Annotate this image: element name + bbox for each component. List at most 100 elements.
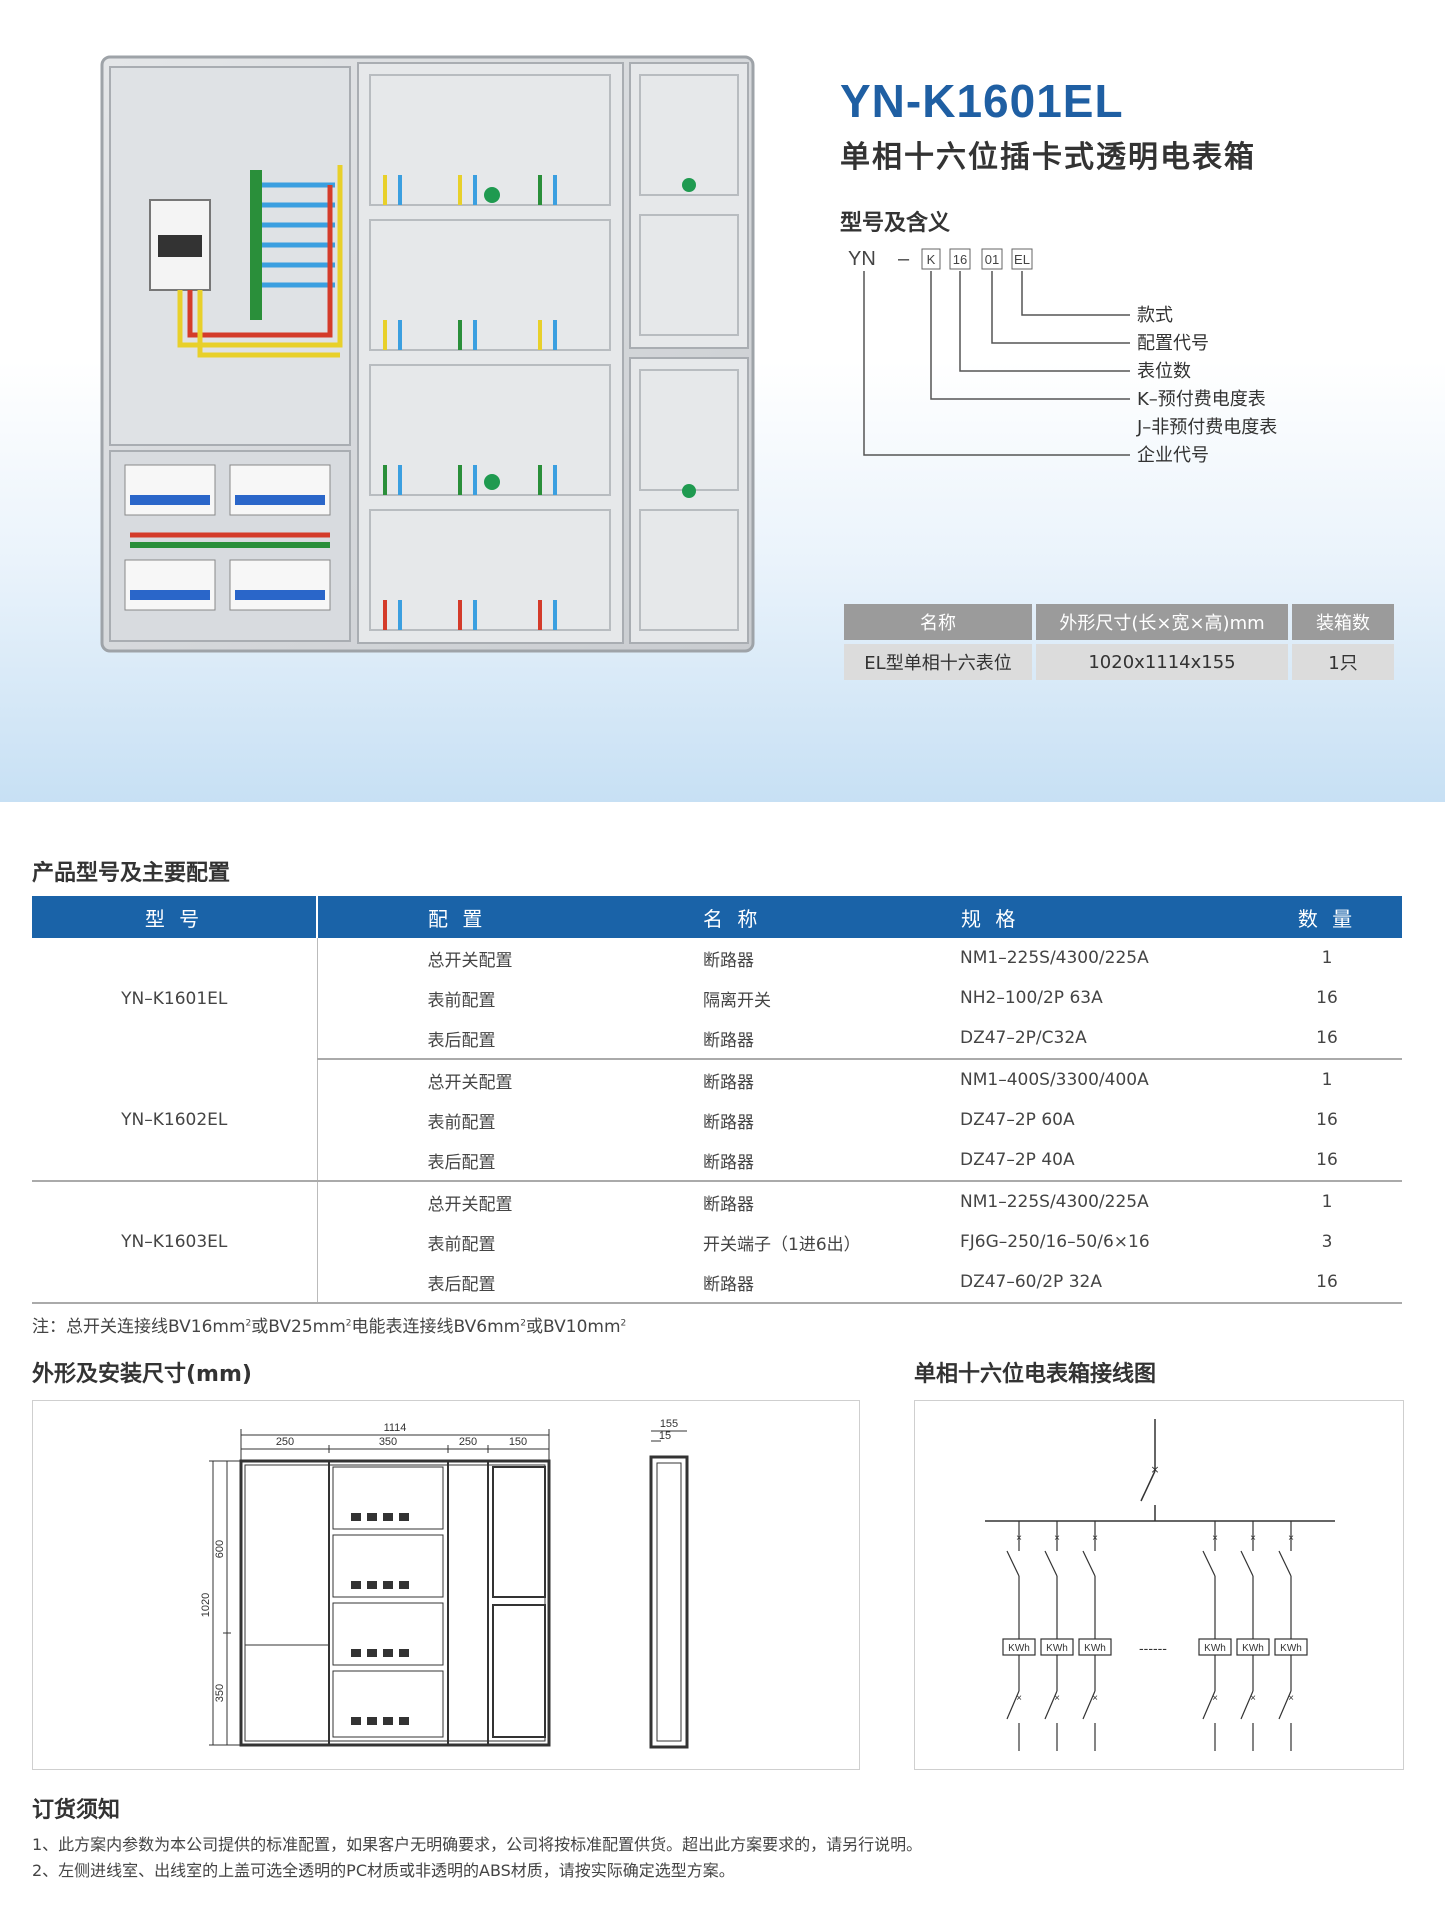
spec-header-name: 名称 (844, 604, 1032, 640)
ordering-list: 1、此方案内参数为本公司提供的标准配置，如果客户无明确要求，公司将按标准配置供货… (32, 1832, 922, 1884)
svg-text:×: × (1250, 1693, 1256, 1704)
table-row: 表前配置 断路器 DZ47–2P 60A 16 (32, 1100, 1402, 1140)
svg-text:×: × (1016, 1693, 1022, 1704)
spec-cell: NM1–400S/3300/400A (960, 1070, 1149, 1090)
table-row: YN–K1601EL 总开关配置 断路器 NM1–225S/4300/225A … (32, 938, 1402, 1059)
cfg-cell: 总开关配置 (427, 1072, 513, 1093)
feeder-circuits (1002, 1521, 1308, 1751)
svg-text:×: × (1016, 1533, 1022, 1544)
svg-text:×: × (1288, 1533, 1294, 1544)
list-item: 2、左侧进线室、出线室的上盖可选全透明的PC材质或非透明的ABS材质，请按实际确… (32, 1861, 735, 1880)
code-box-4: EL (1014, 252, 1030, 267)
name-cell: 断路器 (703, 1194, 754, 1215)
wiring-diagram: × KWh××KWh××KWh××KWh××KWh××KWh×× ------ (985, 1419, 1335, 1751)
kwh-label-1: KWh (1008, 1643, 1030, 1654)
spec-cell: NM1–225S/4300/225A (960, 1192, 1149, 1212)
config-header-model: 型 号 (32, 896, 318, 938)
dim-top-150: 150 (509, 1436, 527, 1448)
kwh-label-6: KWh (1280, 1643, 1302, 1654)
name-cell: 断路器 (669, 1140, 960, 1182)
table-row: 表后配置 断路器 DZ47–60/2P 32A 16 (32, 1262, 1402, 1304)
name-cell: 断路器 (703, 950, 754, 971)
meaning-k: K–预付费电度表 (1137, 389, 1266, 410)
name-cell: 断路器 (669, 1262, 960, 1304)
qty-cell: 1 (1321, 1192, 1333, 1212)
cfg-cell: 表前配置 (427, 1112, 496, 1133)
table-row: YN–K1602EL 总开关配置 断路器 NM1–400S/3300/400A … (32, 1059, 1402, 1182)
svg-text:------: ------ (1139, 1640, 1167, 1656)
config-table: 型 号 配 置 名 称 规 格 数 量 YN–K1601EL 总开关配置 断路器… (32, 896, 1402, 1304)
name-cell: 断路器 (703, 1072, 754, 1093)
qty-cell: 16 (1252, 1018, 1402, 1060)
dimension-section-title: 外形及安装尺寸(mm) (32, 1362, 252, 1387)
config-header-spec: 规 格 (960, 896, 1252, 938)
svg-text:×: × (1288, 1693, 1294, 1704)
table-row: 表后配置 断路器 DZ47–2P 40A 16 (32, 1140, 1402, 1182)
spec-cell-name: EL型单相十六表位 (844, 644, 1032, 680)
code-prefix: YN (848, 248, 876, 270)
model-meaning-heading: 型号及含义 (840, 211, 951, 236)
qty-cell: 16 (1252, 1262, 1402, 1304)
cfg-cell: 表前配置 (427, 990, 496, 1011)
meaning-style: 款式 (1137, 305, 1173, 326)
table-row: 表前配置 开关端子（1进6出） FJ6G–250/16–50/6×16 3 (32, 1222, 1402, 1262)
spec-cell: DZ47–2P 60A (960, 1110, 1075, 1130)
meaning-config: 配置代号 (1137, 333, 1209, 354)
cfg-cell: 表后配置 (317, 1018, 669, 1060)
code-box-2: 16 (953, 252, 967, 267)
kwh-label-2: KWh (1046, 1643, 1068, 1654)
ordering-title: 订货须知 (32, 1798, 121, 1823)
svg-text:×: × (1150, 1463, 1159, 1476)
model-code-diagram: YN – K 16 01 EL 款式 配置代号 表位数 K–预付费电度表 J–非… (848, 248, 1277, 466)
dim-height-350: 350 (214, 1684, 226, 1702)
name-cell: 断路器 (703, 1112, 754, 1133)
table-row: 表前配置 隔离开关 NH2–100/2P 63A 16 (32, 978, 1402, 1018)
dim-top-total: 1114 (384, 1422, 407, 1434)
cfg-cell: 表前配置 (427, 1234, 496, 1255)
dim-side-155: 155 (660, 1418, 678, 1430)
dimension-drawing: 1114 250 350 250 150 1020 600 350 155 15 (200, 1418, 689, 1749)
list-item: 1、此方案内参数为本公司提供的标准配置，如果客户无明确要求，公司将按标准配置供货… (32, 1835, 923, 1854)
qty-cell: 16 (1316, 1110, 1338, 1130)
svg-text:×: × (1212, 1533, 1218, 1544)
cfg-cell: 表后配置 (317, 1140, 669, 1182)
name-cell: 开关端子（1进6出） (703, 1234, 861, 1255)
spec-cell: NM1–225S/4300/225A (960, 948, 1149, 968)
spec-cell: FJ6G–250/16–50/6×16 (960, 1232, 1150, 1252)
spec-cell: DZ47–2P/C32A (960, 1018, 1252, 1060)
spec-cell: DZ47–60/2P 32A (960, 1262, 1252, 1304)
spec-cell-qty: 1只 (1292, 644, 1394, 680)
qty-cell: 3 (1321, 1232, 1333, 1252)
dim-side-15: 15 (659, 1430, 671, 1442)
svg-text:×: × (1054, 1533, 1060, 1544)
config-section-title: 产品型号及主要配置 (32, 861, 231, 886)
product-photo (100, 55, 755, 653)
dimension-drawing-box: 1114 250 350 250 150 1020 600 350 155 15 (32, 1400, 860, 1770)
code-dash: – (898, 248, 910, 270)
product-subtitle: 单相十六位插卡式透明电表箱 (840, 140, 1256, 175)
name-cell: 隔离开关 (703, 990, 771, 1011)
meaning-positions: 表位数 (1137, 361, 1191, 382)
qty-cell: 16 (1252, 1140, 1402, 1182)
svg-text:×: × (1092, 1533, 1098, 1544)
code-box-3: 01 (985, 252, 999, 267)
spec-table: 名称 外形尺寸(长×宽×高)mm 装箱数 EL型单相十六表位 1020x1114… (840, 600, 1398, 684)
cfg-cell: 总开关配置 (427, 950, 513, 971)
dim-top-350: 350 (379, 1436, 397, 1448)
name-cell: 断路器 (669, 1018, 960, 1060)
spec-cell: DZ47–2P 40A (960, 1140, 1252, 1182)
spec-cell-size: 1020x1114x155 (1036, 644, 1288, 680)
dim-height-total: 1020 (200, 1593, 212, 1617)
svg-text:×: × (1092, 1693, 1098, 1704)
cfg-cell: 表后配置 (317, 1262, 669, 1304)
kwh-label-4: KWh (1204, 1643, 1226, 1654)
meaning-company: 企业代号 (1137, 445, 1209, 466)
dim-height-600: 600 (214, 1540, 226, 1558)
cfg-cell: 总开关配置 (427, 1194, 513, 1215)
model-cell: YN–K1602EL (32, 1059, 318, 1182)
wiring-section-title: 单相十六位电表箱接线图 (914, 1362, 1157, 1387)
model-cell: YN–K1601EL (32, 938, 318, 1059)
spec-header-qty: 装箱数 (1292, 604, 1394, 640)
config-header-config: 配 置 (317, 896, 669, 938)
meaning-j: J–非预付费电度表 (1136, 417, 1277, 438)
